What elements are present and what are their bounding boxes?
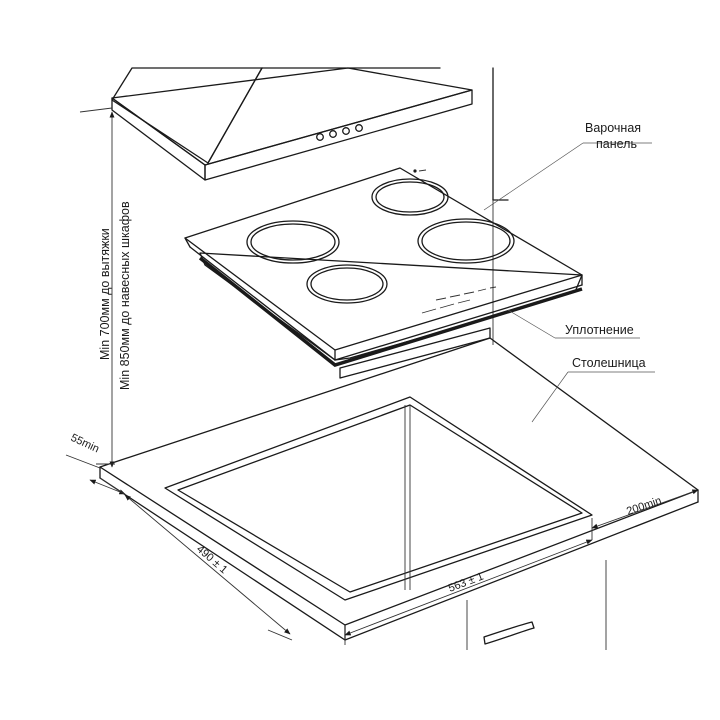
hood-control-buttons xyxy=(316,124,363,141)
wall-corner xyxy=(492,67,509,345)
front-gap-dimension xyxy=(65,454,126,495)
hob xyxy=(184,167,583,379)
cutout-width-value: 563 ± 1 xyxy=(447,570,485,594)
side-gap-dimension xyxy=(591,489,699,540)
hob-panel-label-line2: панель xyxy=(596,137,637,151)
side-gap-value: 200min xyxy=(625,495,663,518)
range-hood xyxy=(111,67,473,181)
min-hood-distance: Min 700мм до вытяжки xyxy=(98,228,112,360)
cooking-zones xyxy=(246,178,515,304)
min-cabinets-distance: Min 850мм до навесных шкафов xyxy=(118,201,132,390)
countertop xyxy=(99,337,699,641)
seal-label: Уплотнение xyxy=(565,323,634,337)
cutout-depth-dimension xyxy=(99,477,293,641)
hob-panel-label: Варочная xyxy=(585,121,641,135)
front-gap-value: 55min xyxy=(69,432,101,456)
countertop-label: Столешница xyxy=(572,356,646,370)
touch-controls xyxy=(421,286,497,314)
cutout xyxy=(164,396,593,601)
base-cabinets xyxy=(466,560,607,650)
callout-leaders xyxy=(483,142,655,423)
height-dimension xyxy=(79,107,115,468)
brand-logo-icon xyxy=(413,169,427,173)
cutout-width-dimension xyxy=(344,539,593,645)
